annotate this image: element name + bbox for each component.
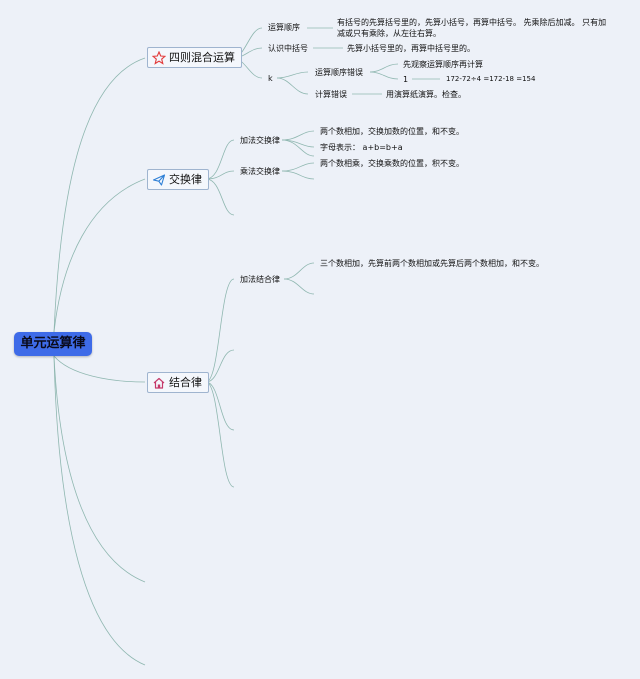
link-assoc-add bbox=[205, 278, 235, 383]
node-mul-commutative[interactable]: 乘法交换律 bbox=[240, 167, 280, 176]
link-root-mixed bbox=[53, 57, 146, 333]
root-node[interactable]: 单元运算律 bbox=[14, 332, 92, 356]
link-assoc-empty-3 bbox=[205, 381, 235, 488]
paper-plane-icon bbox=[152, 173, 166, 187]
link-k-order-error bbox=[276, 71, 309, 79]
note-order: 有括号的先算括号里的，先算小括号，再算中括号。 先乘除后加减。 只有加减或只有乘… bbox=[337, 18, 607, 38]
branch-label: 四则混合运算 bbox=[169, 51, 235, 64]
link-assoc-empty-2 bbox=[205, 381, 235, 431]
link-root-associative bbox=[53, 355, 146, 383]
note-add-associative: 三个数相加，先算前两个数相加或先算后两个数相加，和不变。 bbox=[320, 259, 544, 268]
note-brackets: 先算小括号里的，再算中括号里的。 bbox=[347, 44, 475, 53]
node-brackets[interactable]: 认识中括号 bbox=[268, 44, 308, 53]
link-comm-empty bbox=[205, 178, 235, 216]
node-k[interactable]: k bbox=[268, 74, 273, 83]
home-icon bbox=[152, 376, 166, 390]
link-root-commutative bbox=[53, 178, 146, 333]
link-root-empty-2 bbox=[53, 355, 146, 666]
link-assoc-empty-1 bbox=[205, 349, 235, 383]
link-k-calc-error bbox=[276, 77, 309, 95]
branch-mixed-operations[interactable]: 四则混合运算 bbox=[147, 47, 242, 68]
branch-label: 交换律 bbox=[169, 173, 202, 186]
node-add-commutative[interactable]: 加法交换律 bbox=[240, 136, 280, 145]
note-order-error-tip: 先观察运算顺序再计算 bbox=[403, 60, 483, 69]
branch-commutative[interactable]: 交换律 bbox=[147, 169, 209, 190]
note-mul-commutative: 两个数相乘，交换乘数的位置，积不变。 bbox=[320, 159, 464, 168]
node-add-associative[interactable]: 加法结合律 bbox=[240, 275, 280, 284]
note-order-error-example: 172-72÷4 =172-18 =154 bbox=[446, 75, 536, 83]
link-root-empty-1 bbox=[53, 355, 146, 583]
link-comm-mul bbox=[205, 170, 235, 180]
star-icon bbox=[151, 50, 167, 65]
branch-associative[interactable]: 结合律 bbox=[147, 372, 209, 393]
node-order-error[interactable]: 运算顺序错误 bbox=[315, 68, 363, 77]
note-order-error-index: 1 bbox=[403, 75, 409, 84]
note-calc-error: 用演算纸演算。检查。 bbox=[386, 90, 466, 99]
node-calc-error[interactable]: 计算错误 bbox=[315, 90, 347, 99]
note-add-commutative-formula: 字母表示： a+b=b+a bbox=[320, 143, 403, 152]
branch-label: 结合律 bbox=[169, 376, 202, 389]
link-comm-add bbox=[205, 139, 235, 180]
note-add-commutative: 两个数相加，交换加数的位置，和不变。 bbox=[320, 127, 464, 136]
node-order[interactable]: 运算顺序 bbox=[268, 23, 300, 32]
